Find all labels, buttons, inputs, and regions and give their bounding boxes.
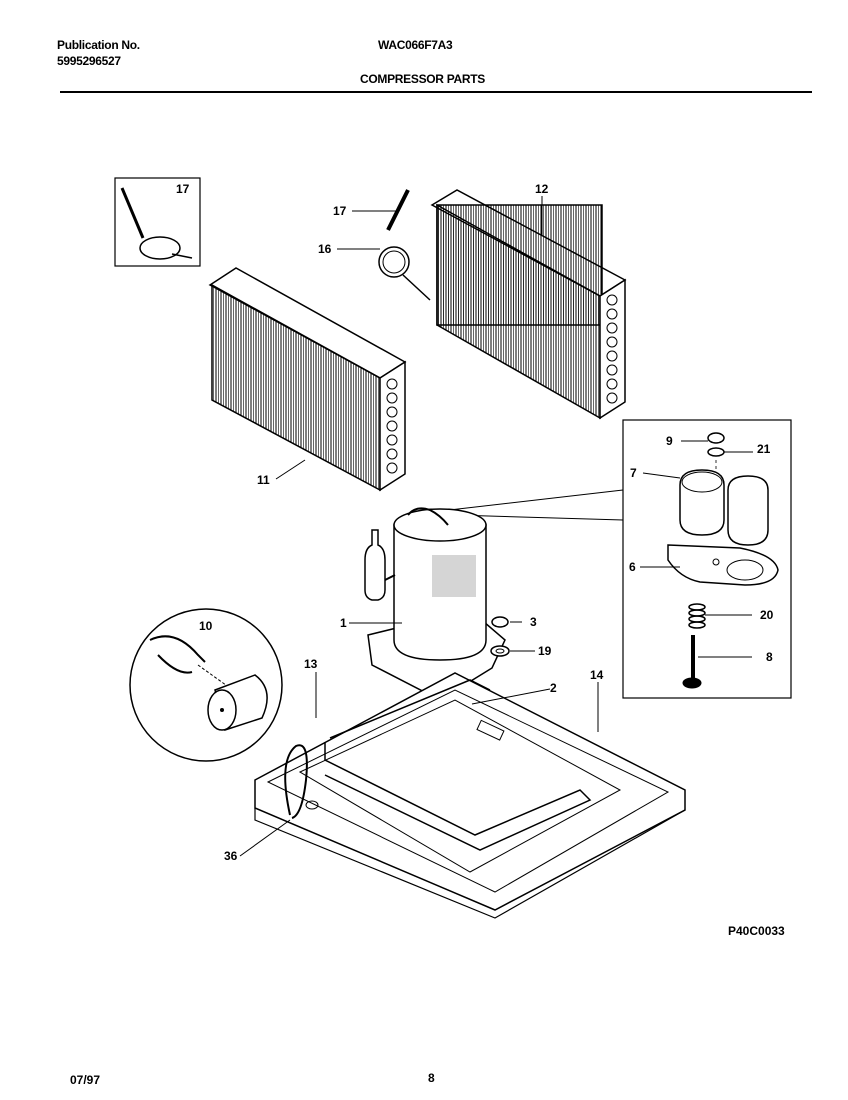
callout-2: 2 <box>550 681 557 695</box>
inset-box-17 <box>114 177 201 267</box>
publication-number: 5995296527 <box>57 54 121 68</box>
callout-6: 6 <box>629 560 636 574</box>
publication-label: Publication No. <box>57 38 140 52</box>
condenser-coil-12 <box>430 189 627 420</box>
header-rule <box>60 91 812 93</box>
detail-circle-10 <box>129 608 283 762</box>
callout-19: 19 <box>538 644 552 658</box>
loop-36 <box>284 744 308 819</box>
base-pan-14 <box>254 672 686 919</box>
evaporator-coil-11 <box>208 267 407 492</box>
inset-box-overload <box>622 419 792 699</box>
sensing-bulb-17 <box>378 189 431 301</box>
callout-3: 3 <box>530 615 537 629</box>
callout-21: 21 <box>757 442 771 456</box>
callout-12: 12 <box>535 182 549 196</box>
callout-13: 13 <box>304 657 318 671</box>
diagram-code: P40C0033 <box>728 924 785 938</box>
callout-20: 20 <box>760 608 774 622</box>
model-number: WAC066F7A3 <box>378 38 453 52</box>
nut-3 <box>491 616 509 628</box>
callout-1: 1 <box>340 616 347 630</box>
callout-17: 17 <box>333 204 347 218</box>
callout-9: 9 <box>666 434 673 448</box>
callout-10: 10 <box>199 619 213 633</box>
callout-36: 36 <box>224 849 238 863</box>
compressor-1 <box>364 507 506 701</box>
callout-17-inset: 17 <box>176 182 190 196</box>
callout-8: 8 <box>766 650 773 664</box>
callout-7: 7 <box>630 466 637 480</box>
section-title: COMPRESSOR PARTS <box>360 72 485 86</box>
callout-14: 14 <box>590 668 604 682</box>
tube-13 <box>324 679 592 851</box>
page-number: 8 <box>428 1071 435 1085</box>
callout-16: 16 <box>318 242 332 256</box>
publication-date: 07/97 <box>70 1073 101 1087</box>
leader-lines <box>239 196 753 857</box>
callout-11: 11 <box>257 473 270 487</box>
washer-19 <box>490 645 510 657</box>
